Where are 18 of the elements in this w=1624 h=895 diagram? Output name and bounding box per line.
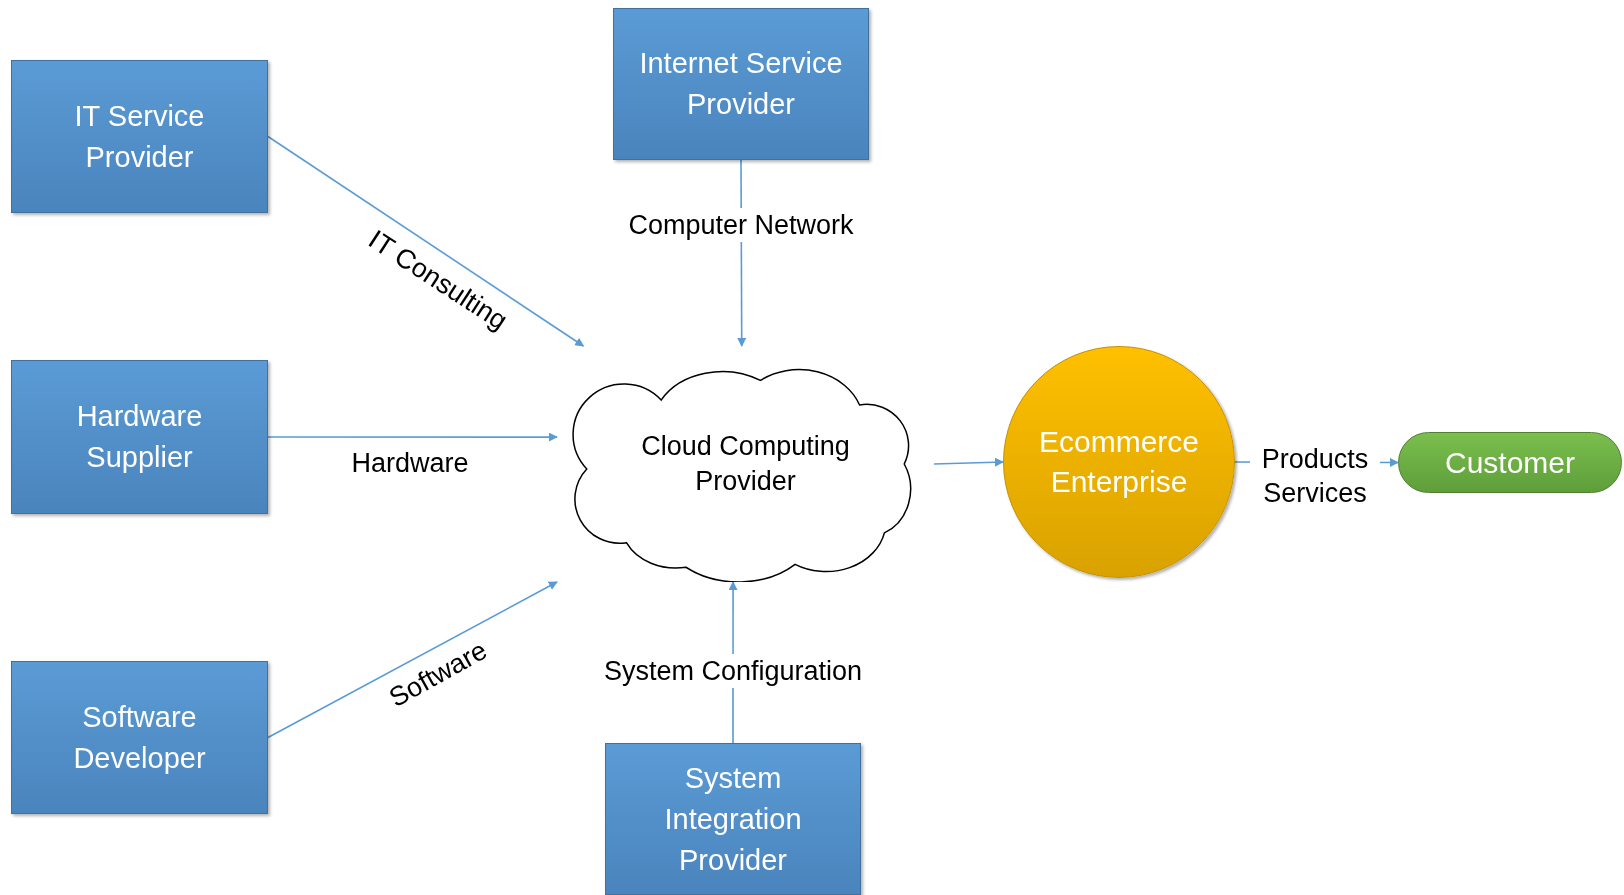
- node-label: IT Service Provider: [73, 98, 206, 175]
- node-label: Hardware Supplier: [75, 399, 204, 475]
- process-box: [613, 8, 869, 160]
- node-label: Internet Service Provider: [638, 46, 844, 122]
- process-box: [11, 60, 268, 213]
- arrow: [267, 581, 558, 739]
- arrow: [267, 432, 558, 442]
- node-label: Ecommerce Enterprise: [1037, 424, 1200, 500]
- node-label: Software Developer: [72, 699, 207, 776]
- node-label: Customer: [1444, 445, 1575, 481]
- node-label: Cloud Computing Provider: [640, 430, 851, 498]
- process-box: [605, 743, 861, 895]
- arrow: [267, 135, 585, 347]
- node-label: System Integration Provider: [663, 760, 803, 878]
- process-box: [11, 661, 268, 814]
- process-box: [11, 360, 268, 514]
- arrow: [933, 457, 1004, 467]
- edge-label: Hardware: [350, 447, 470, 480]
